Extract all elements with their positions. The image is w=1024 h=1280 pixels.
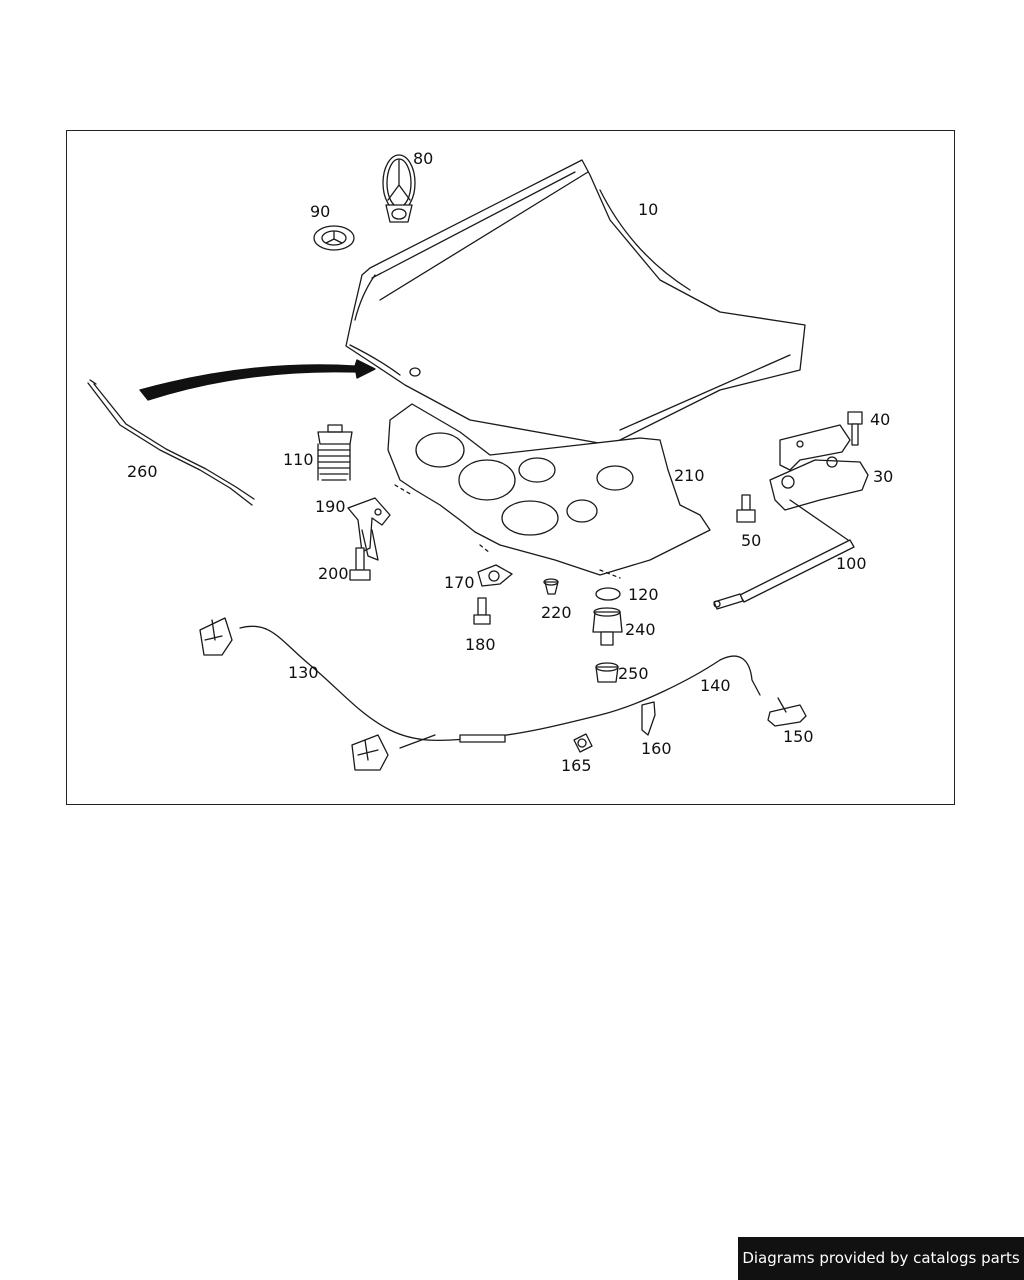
release-handle-part[interactable] [767,697,807,727]
label-130: 130 [288,663,319,682]
bolt-40-part[interactable] [847,411,863,446]
cable-clip-160-part[interactable] [641,701,656,736]
release-cable-part[interactable] [239,625,761,749]
bolt-200-part[interactable] [349,547,371,581]
hood-latch-upper-part[interactable] [199,617,233,656]
label-150: 150 [783,727,814,746]
label-100: 100 [836,554,867,573]
buffer-240-part[interactable] [592,607,623,646]
label-140: 140 [700,676,731,695]
label-210: 210 [674,466,705,485]
washer-part[interactable] [595,587,621,601]
bolt-180-part[interactable] [473,597,491,625]
direction-arrow [139,359,376,401]
diagram-frame [66,130,955,805]
hinge-part[interactable] [769,424,869,511]
star-emblem-part[interactable] [382,154,416,223]
label-10: 10 [638,200,658,219]
label-30: 30 [873,467,893,486]
gas-strut-part[interactable] [713,499,855,610]
label-40: 40 [870,410,890,429]
label-160: 160 [641,739,672,758]
label-90: 90 [310,202,330,221]
label-250: 250 [618,664,649,683]
label-170: 170 [444,573,475,592]
weather-strip-part[interactable] [87,379,255,506]
star-badge-part[interactable] [313,225,355,251]
clip-170-part[interactable] [477,564,513,587]
label-165: 165 [561,756,592,775]
latch-bracket-part[interactable] [347,497,391,561]
label-190: 190 [315,497,346,516]
label-110: 110 [283,450,314,469]
insulation-mat-part[interactable] [387,403,711,579]
label-220: 220 [541,603,572,622]
bolt-50-part[interactable] [736,494,756,523]
hood-part[interactable] [345,159,806,446]
nut-250-part[interactable] [595,662,619,683]
label-120: 120 [628,585,659,604]
clip-220-part[interactable] [543,578,559,595]
label-50: 50 [741,531,761,550]
cable-clip-165-part[interactable] [573,733,593,753]
label-240: 240 [625,620,656,639]
buffer-spring-part[interactable] [317,424,353,481]
label-200: 200 [318,564,349,583]
hood-latch-lower-part[interactable] [351,734,389,771]
label-260: 260 [127,462,158,481]
credit-banner: Diagrams provided by catalogs parts [738,1237,1024,1280]
label-180: 180 [465,635,496,654]
label-80: 80 [413,149,433,168]
